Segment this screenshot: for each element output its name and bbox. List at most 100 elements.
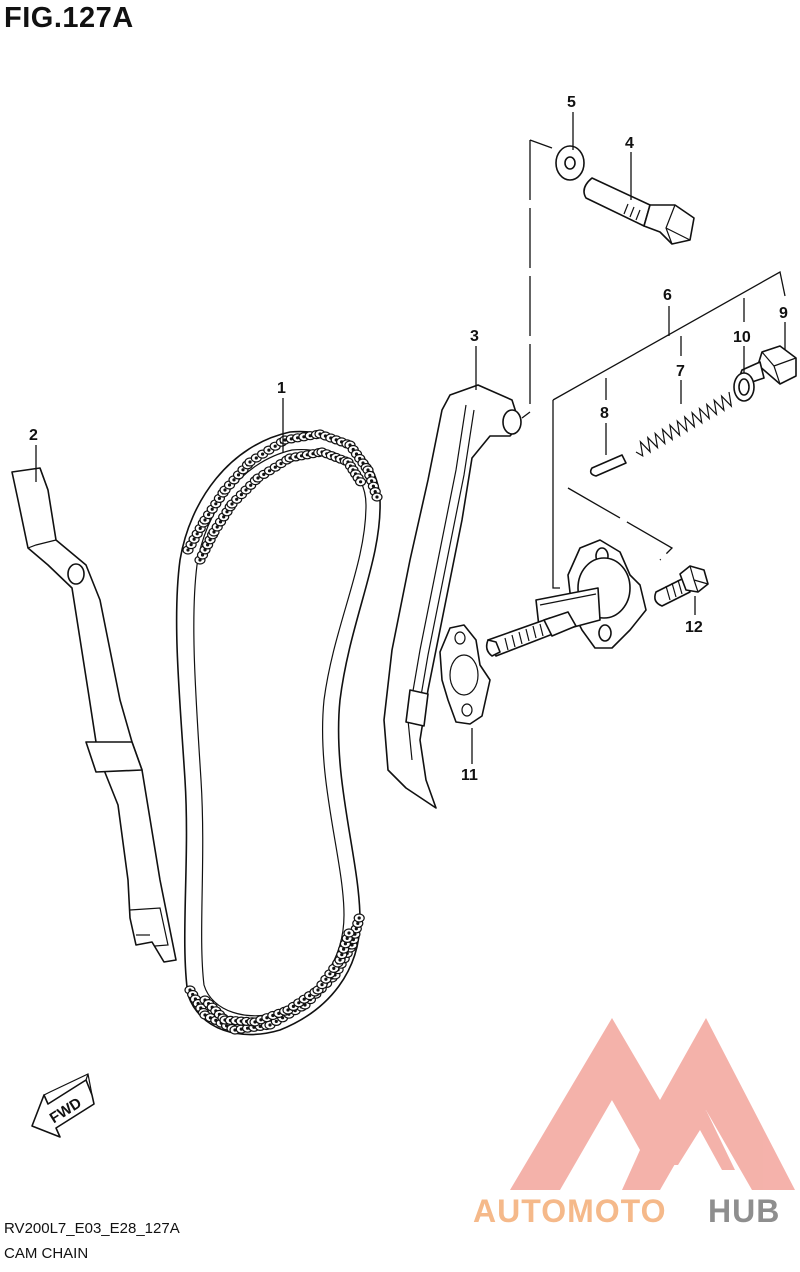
chain-pin — [273, 465, 277, 469]
watermark-text-primary: AUTOMOTO — [473, 1193, 666, 1229]
chain-pin — [368, 473, 372, 477]
chain-pin — [373, 490, 377, 494]
leader-lines — [35, 112, 786, 764]
chain-pin — [357, 916, 361, 920]
chain-pin — [218, 520, 223, 524]
chain-pin — [195, 532, 199, 536]
chain-pin — [302, 997, 306, 1001]
callout-8: 8 — [600, 405, 609, 422]
chain-pin — [320, 983, 324, 987]
cam-chain — [175, 429, 383, 1036]
chain-pin — [354, 927, 358, 931]
chain-pin — [239, 493, 243, 497]
chain-pin — [366, 468, 370, 472]
chain-pin — [273, 444, 277, 448]
tensioner-gasket — [439, 624, 491, 725]
chain-pin — [249, 483, 253, 487]
callout-9: 9 — [779, 305, 788, 322]
callout-5: 5 — [567, 94, 576, 111]
chain-pin — [316, 988, 320, 992]
callout-12: 12 — [685, 619, 703, 636]
washer — [555, 145, 585, 181]
chain-pin — [342, 947, 346, 951]
chain-pin — [261, 452, 265, 456]
chain-links-bottom — [184, 913, 365, 1035]
chain-pin — [198, 526, 202, 531]
forward-arrow-icon: FWD — [31, 1073, 95, 1138]
callout-6: 6 — [663, 287, 672, 304]
chain-pin — [214, 502, 218, 506]
callout-labels: 1 2 3 4 5 6 7 8 9 10 11 12 — [29, 94, 788, 784]
chain-pin — [222, 515, 226, 519]
chain-pin — [328, 972, 332, 976]
chain-pin — [338, 958, 342, 962]
callout-7: 7 — [676, 363, 685, 380]
chain-pin — [267, 469, 272, 473]
callout-2: 2 — [29, 427, 38, 444]
figure-code: RV200L7_E03_E28_127A — [4, 1220, 180, 1237]
chain-pin — [189, 543, 193, 547]
chain-pin — [236, 473, 241, 477]
chain-pin — [223, 488, 227, 492]
chain-pin — [203, 518, 207, 522]
chain-pin — [244, 488, 248, 492]
chain-pin — [347, 931, 351, 935]
chain-pin — [343, 942, 347, 946]
chain-pin — [262, 472, 266, 476]
chain-pin — [256, 476, 260, 480]
chain-pin — [371, 484, 375, 488]
chain-pin — [210, 507, 214, 511]
chain-pin — [232, 478, 236, 482]
callout-11: 11 — [461, 767, 478, 784]
chain-pin — [268, 1023, 272, 1027]
chain-pin — [370, 479, 374, 483]
callout-4: 4 — [625, 135, 634, 152]
chain-pin — [286, 1008, 290, 1012]
tensioner-adjuster — [485, 539, 647, 657]
chain-pin — [356, 921, 360, 926]
chain-pin — [291, 1004, 295, 1009]
chain-pin — [192, 537, 196, 541]
chain-pin — [235, 497, 239, 501]
chain-pin — [241, 468, 245, 472]
chain-pin — [350, 943, 354, 947]
chain-pin — [274, 1019, 278, 1024]
chain-pin — [324, 977, 328, 981]
chain-pin — [279, 462, 283, 466]
chain-pin — [340, 953, 344, 957]
tensioner-spring — [635, 391, 733, 458]
chain-pin — [186, 548, 190, 552]
callout-3: 3 — [470, 328, 479, 345]
tensioner-pin — [589, 454, 627, 477]
figure-title: FIG.127A — [4, 2, 134, 34]
callout-10: 10 — [733, 329, 751, 346]
o-ring — [733, 372, 755, 402]
chain-pin — [212, 530, 216, 534]
chain-pin — [215, 525, 219, 529]
watermark-logo — [510, 1018, 795, 1190]
figure-name: CAM CHAIN — [4, 1245, 89, 1262]
chain-links-top — [182, 429, 383, 565]
chain-pin — [375, 495, 379, 499]
chain-pin — [303, 1003, 307, 1007]
chain-pin — [308, 994, 312, 998]
chain-pin — [248, 460, 252, 464]
chain-pin — [332, 966, 336, 971]
chain-pin — [207, 513, 211, 517]
chain-pin — [254, 456, 258, 460]
chain-pin — [359, 480, 363, 484]
watermark-text-secondary: HUB — [708, 1193, 780, 1229]
chain-pin — [225, 510, 229, 514]
chain-pin — [230, 502, 234, 506]
guide-bolt — [583, 177, 695, 245]
chain-pin — [345, 936, 349, 941]
callout-1: 1 — [277, 380, 286, 397]
chain-pin — [217, 496, 221, 500]
tensioner-guide — [383, 384, 522, 809]
chain-guide-left — [11, 467, 177, 963]
chain-pin — [267, 448, 271, 452]
chain-pin — [227, 483, 232, 487]
tensioner-bolt — [654, 565, 709, 607]
chain-pin — [297, 1001, 301, 1005]
